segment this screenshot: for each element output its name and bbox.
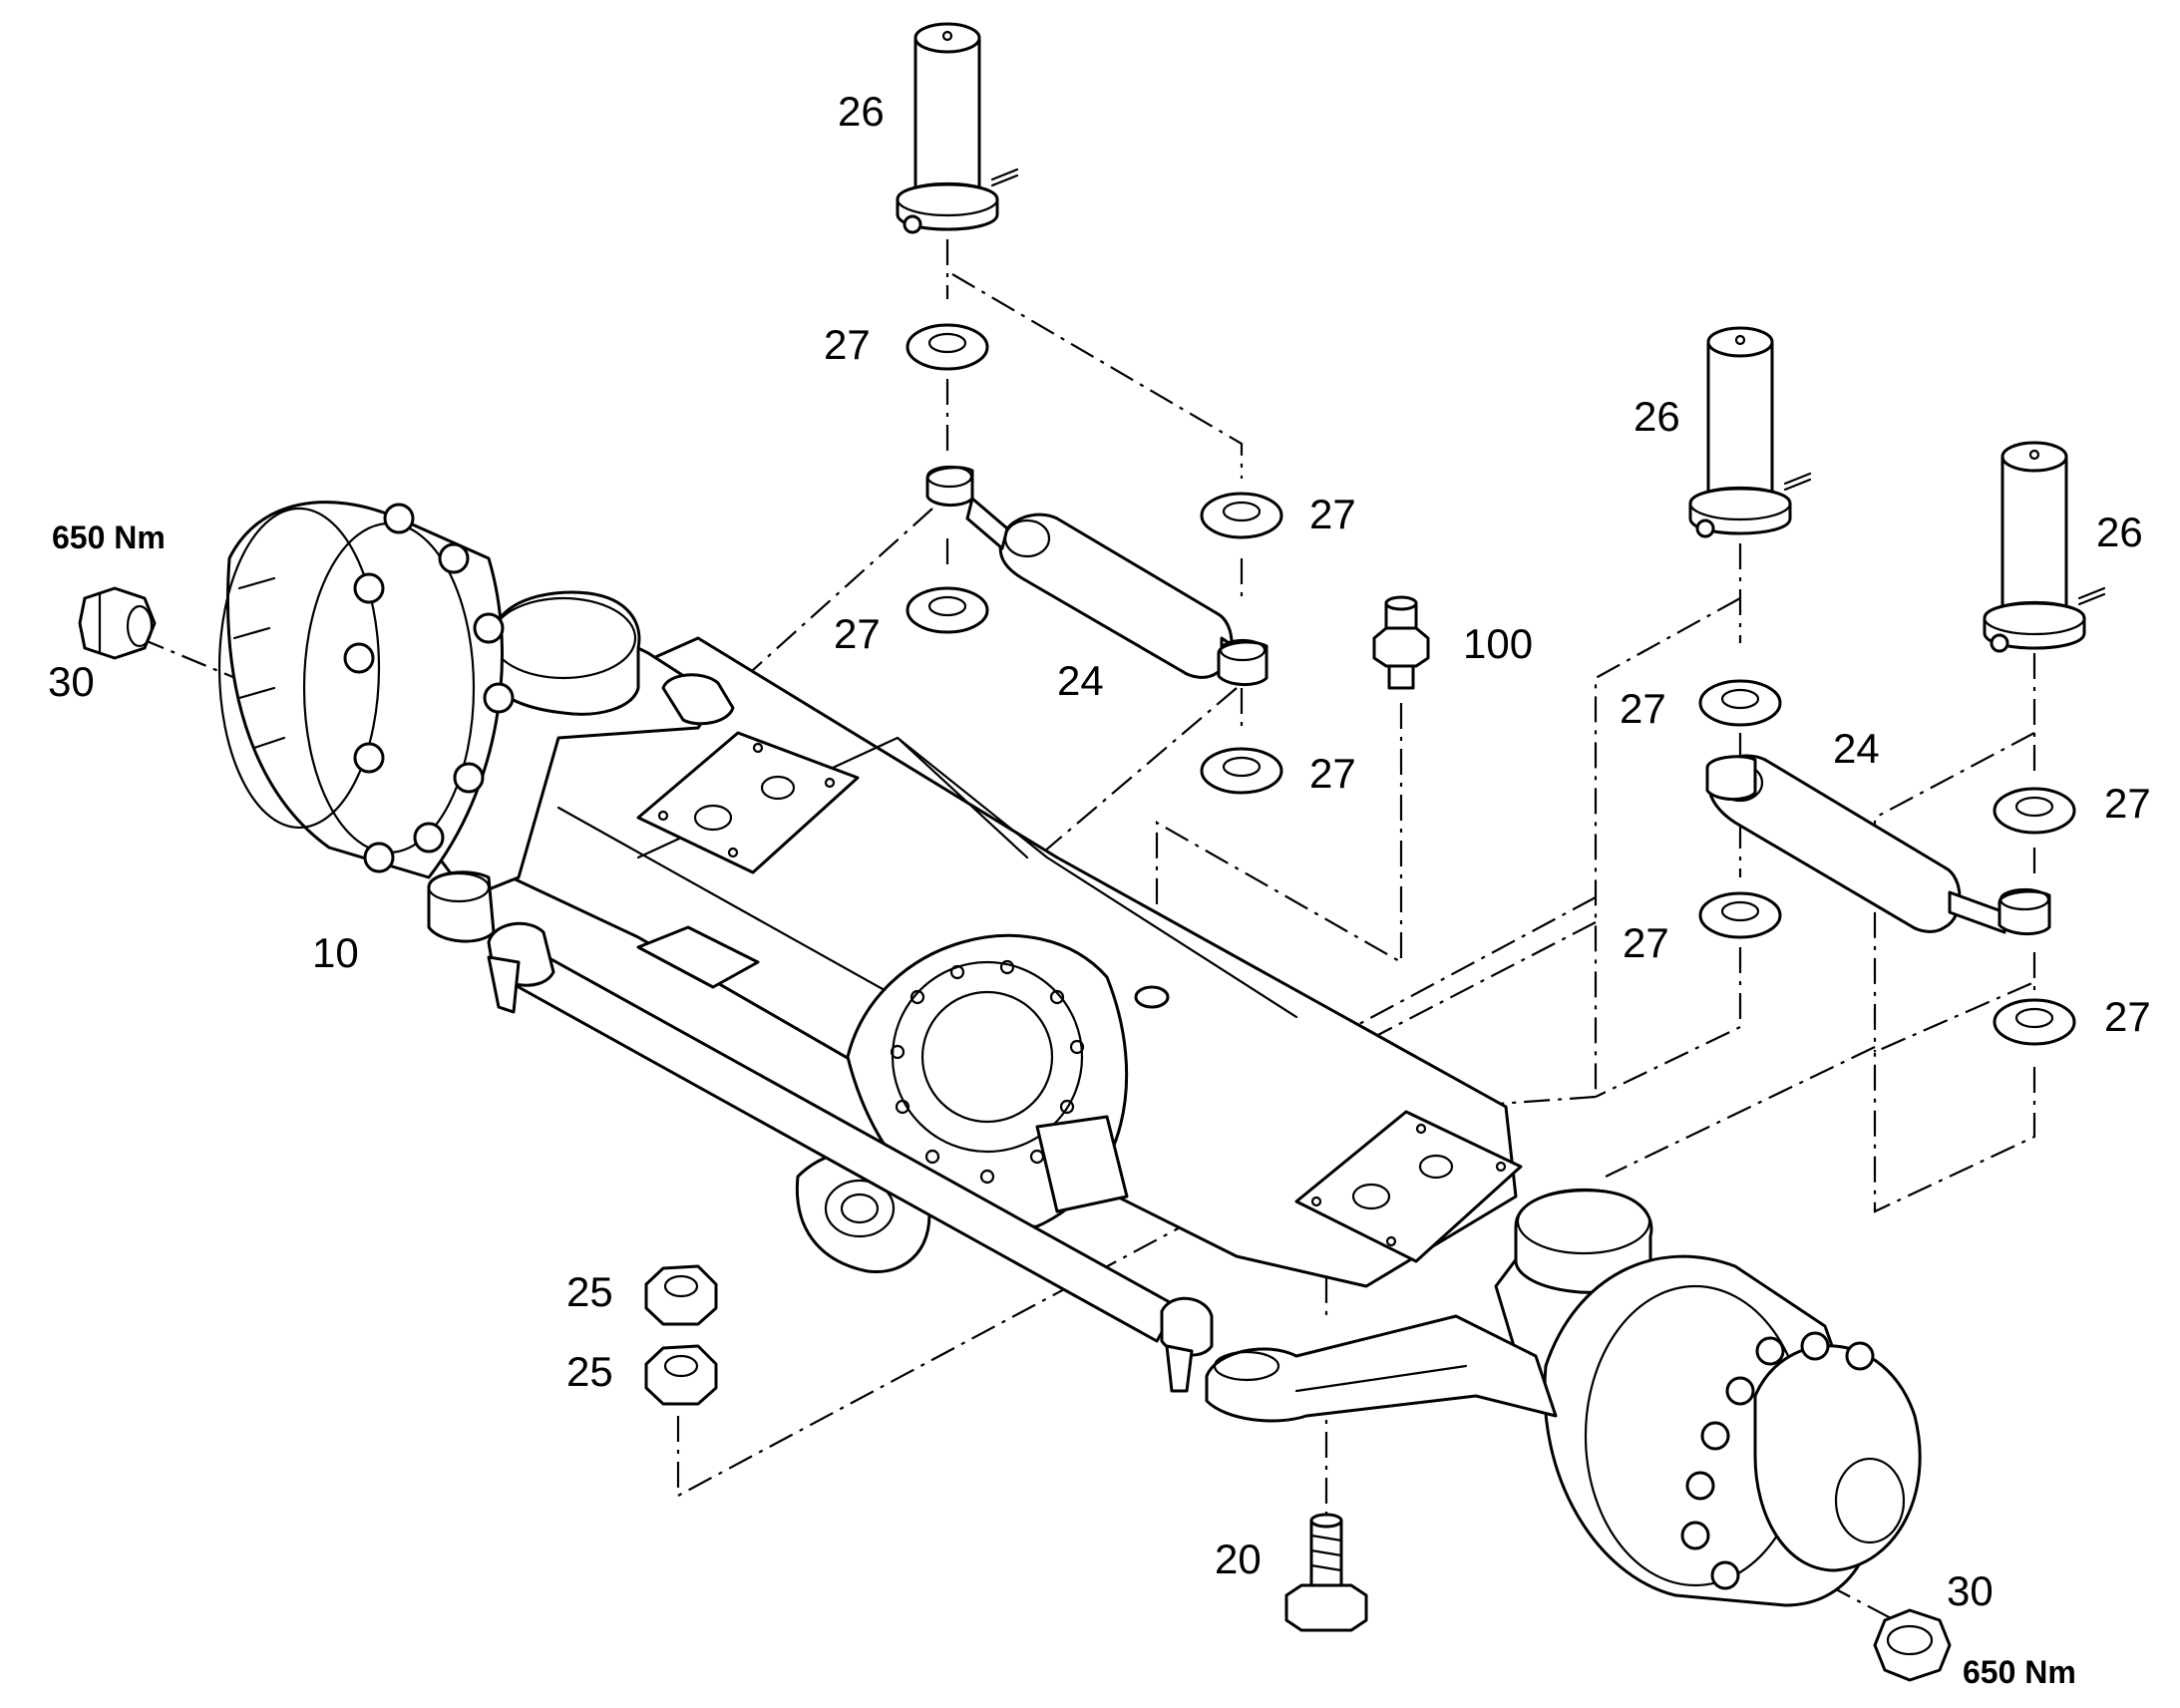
washer bbox=[1698, 891, 1782, 939]
callout-pin: 26 bbox=[838, 88, 885, 135]
callout-washer: 27 bbox=[1309, 750, 1356, 797]
steering-arm bbox=[1205, 1314, 1558, 1423]
callout-nut: 25 bbox=[566, 1348, 613, 1395]
callout-cylinder: 24 bbox=[1057, 657, 1104, 704]
steering-cylinder-right bbox=[1705, 754, 2051, 935]
nut-lower bbox=[644, 1344, 718, 1406]
left-wheel-hub bbox=[217, 501, 515, 879]
callout-axle-assembly: 10 bbox=[312, 929, 359, 976]
washer bbox=[1993, 787, 2076, 835]
callout-pin: 26 bbox=[1634, 393, 1680, 440]
callout-washer: 27 bbox=[824, 321, 871, 368]
callout-bolt: 20 bbox=[1215, 1536, 1262, 1582]
wheel-nut-left bbox=[78, 586, 157, 660]
washer bbox=[906, 586, 989, 634]
pin-upper-left bbox=[896, 22, 1019, 234]
grease-fitting bbox=[1372, 595, 1430, 690]
torque-note-right: 650 Nm bbox=[1963, 1654, 2076, 1690]
steering-cylinder-left bbox=[925, 465, 1269, 686]
callout-washer: 27 bbox=[1623, 919, 1669, 966]
callout-grease-fitting: 100 bbox=[1463, 620, 1533, 667]
callout-washer: 27 bbox=[2104, 780, 2151, 827]
bolt bbox=[1284, 1513, 1368, 1632]
washer-group bbox=[906, 323, 2076, 1046]
mounting-pad-upper-left bbox=[636, 731, 860, 874]
callout-wheel-nut: 30 bbox=[1947, 1567, 1994, 1614]
washer bbox=[1698, 679, 1782, 727]
callout-nut: 25 bbox=[566, 1268, 613, 1315]
callout-washer: 27 bbox=[2104, 993, 2151, 1040]
callout-washer: 27 bbox=[834, 610, 881, 657]
callout-washer: 27 bbox=[1309, 491, 1356, 537]
callout-labels: 26 27 27 27 27 24 100 26 26 27 24 27 27 … bbox=[48, 88, 2151, 1690]
washer bbox=[1993, 998, 2076, 1046]
washer bbox=[1200, 747, 1283, 795]
callout-pin: 26 bbox=[2096, 509, 2143, 555]
pin-middle-right bbox=[1688, 326, 1812, 538]
washer bbox=[906, 323, 989, 371]
callout-wheel-nut: 30 bbox=[48, 658, 95, 705]
mounting-pad-right bbox=[1294, 1110, 1523, 1263]
tie-rod bbox=[487, 921, 1214, 1393]
nut-upper bbox=[644, 1264, 718, 1326]
mounting-pad-lower-left bbox=[636, 925, 760, 989]
callout-cylinder: 24 bbox=[1833, 725, 1880, 772]
right-wheel-hub bbox=[1543, 1254, 1922, 1607]
wheel-nut-right bbox=[1873, 1608, 1952, 1682]
washer bbox=[1200, 492, 1283, 539]
callout-washer: 27 bbox=[1620, 685, 1666, 732]
pin-far-right bbox=[1983, 441, 2106, 653]
torque-note-left: 650 Nm bbox=[52, 519, 166, 555]
